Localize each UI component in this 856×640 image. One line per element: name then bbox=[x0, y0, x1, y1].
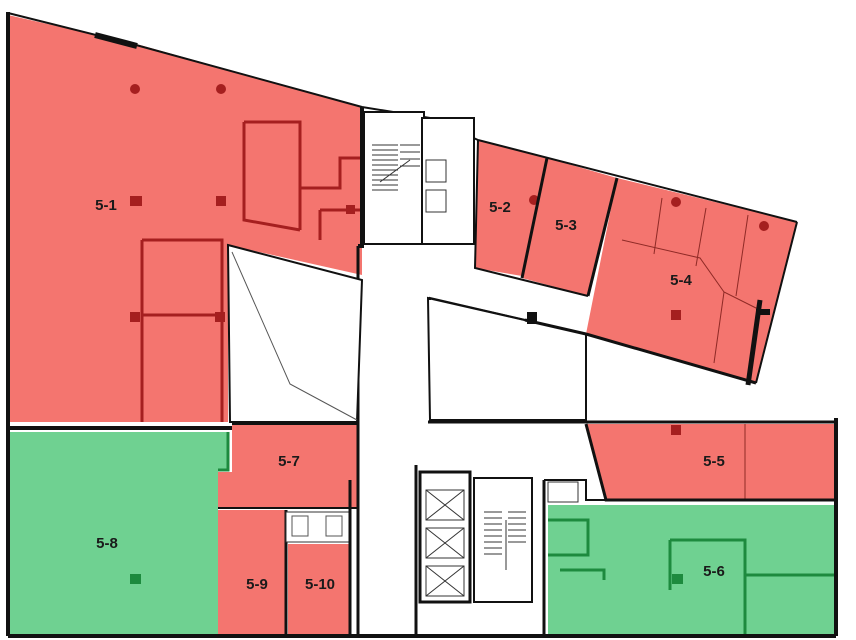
columns bbox=[130, 84, 769, 584]
unit-5-8-partitions bbox=[218, 432, 230, 472]
unit-label-5-10: 5-10 bbox=[305, 576, 335, 593]
column-marker bbox=[671, 310, 681, 320]
column-marker bbox=[130, 196, 142, 206]
unit-5-8-area[interactable] bbox=[10, 432, 228, 634]
column-marker bbox=[216, 84, 226, 94]
unit-5-9-area[interactable] bbox=[218, 510, 286, 634]
column-marker bbox=[130, 84, 140, 94]
column-marker bbox=[346, 205, 355, 214]
unit-label-5-1: 5-1 bbox=[95, 197, 117, 214]
column-marker bbox=[671, 197, 681, 207]
unit-5-4-area[interactable] bbox=[586, 178, 797, 383]
unit-5-4-partitions bbox=[621, 197, 761, 364]
unit-5-3-area[interactable] bbox=[522, 158, 617, 296]
column-marker bbox=[216, 196, 226, 206]
atrium-void-left bbox=[226, 243, 364, 423]
unit-label-5-3: 5-3 bbox=[555, 217, 577, 234]
unit-5-5-area[interactable] bbox=[586, 424, 836, 500]
unit-label-5-9: 5-9 bbox=[246, 576, 268, 593]
unit-label-5-2: 5-2 bbox=[489, 199, 511, 216]
column-marker bbox=[759, 221, 769, 231]
unit-label-5-8: 5-8 bbox=[96, 535, 118, 552]
column-marker bbox=[672, 574, 683, 584]
column-marker bbox=[215, 312, 225, 322]
unit-5-10-area[interactable] bbox=[288, 544, 350, 634]
building-walls bbox=[6, 12, 838, 638]
unit-5-6-area[interactable] bbox=[548, 505, 836, 634]
unit-5-6-partitions bbox=[548, 518, 836, 634]
unit-fills bbox=[8, 15, 836, 634]
unit-label-5-4: 5-4 bbox=[670, 272, 692, 289]
unit-labels: 5-1 5-2 5-3 5-4 5-5 5-6 5-7 5-8 5-9 5-10 bbox=[95, 197, 725, 593]
column-marker bbox=[671, 425, 681, 435]
unit-label-5-5: 5-5 bbox=[703, 453, 725, 470]
unit-label-5-6: 5-6 bbox=[703, 563, 725, 580]
unit-5-1-area[interactable] bbox=[8, 15, 362, 422]
unit-5-7-area[interactable] bbox=[218, 424, 357, 508]
column-marker bbox=[130, 574, 141, 584]
unit-label-5-7: 5-7 bbox=[278, 453, 300, 470]
column-marker bbox=[130, 312, 140, 322]
